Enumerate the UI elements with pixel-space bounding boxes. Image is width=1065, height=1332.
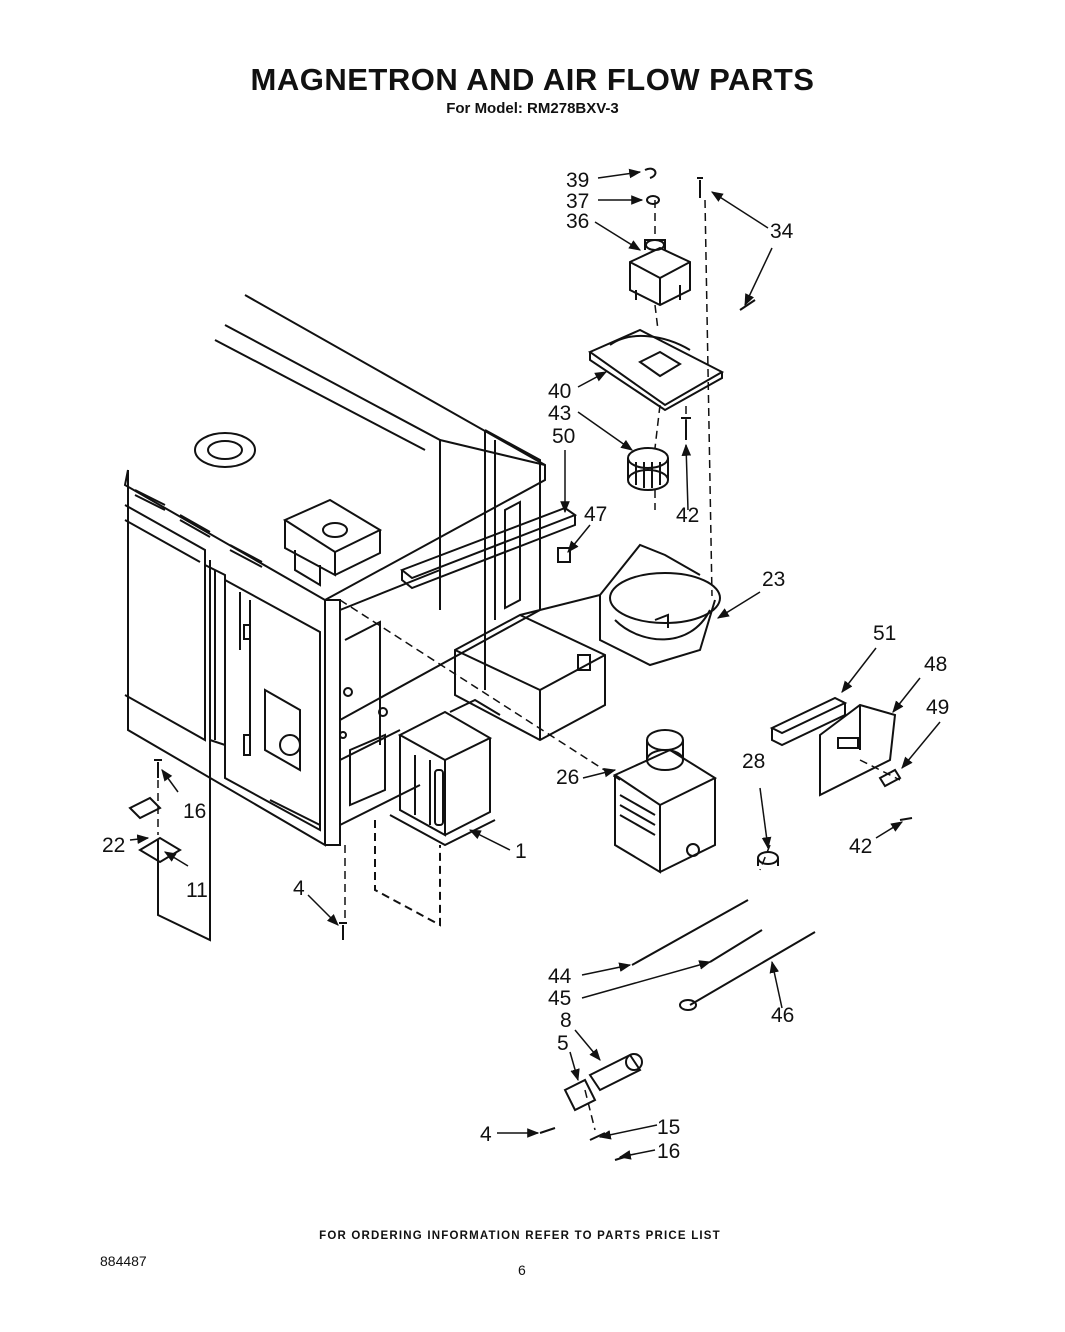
- callout-16-left: 16: [183, 800, 206, 823]
- callout-47: 47: [584, 503, 607, 526]
- callout-36: 36: [566, 210, 589, 233]
- callout-1: 1: [515, 840, 527, 863]
- fan-bracket-part-40: [587, 328, 725, 412]
- callout-28: 28: [742, 750, 765, 773]
- air-duct-part-23: [454, 543, 721, 742]
- callout-39: 39: [566, 169, 589, 192]
- callout-22: 22: [102, 834, 125, 857]
- bracket-part-48: [819, 703, 897, 797]
- callout-42-top: 42: [676, 504, 699, 527]
- magnetron-part-26: [612, 729, 718, 874]
- callout-23: 23: [762, 568, 785, 591]
- baffle-part-50: [400, 506, 578, 590]
- small-hardware-drawings: [128, 167, 913, 1161]
- callout-34: 34: [770, 220, 794, 243]
- callout-arrows: [129, 168, 941, 1160]
- callout-46: 46: [771, 1004, 794, 1027]
- callout-4-bottom: 4: [480, 1123, 492, 1146]
- callout-15: 15: [657, 1116, 680, 1139]
- callout-5: 5: [557, 1032, 569, 1055]
- model-subtitle: For Model: RM278BXV-3: [446, 100, 619, 117]
- callout-4-left: 4: [293, 877, 305, 900]
- callout-43: 43: [548, 402, 571, 425]
- callout-8: 8: [560, 1009, 572, 1032]
- page-title: MAGNETRON AND AIR FLOW PARTS: [250, 62, 815, 97]
- callout-labels: 39 37 36 34 40 43 50 42 47 23 51 48 49 2…: [102, 169, 949, 1163]
- callout-50: 50: [552, 425, 575, 448]
- callout-49: 49: [926, 696, 949, 719]
- callout-42-right: 42: [849, 835, 872, 858]
- callout-16-bottom: 16: [657, 1140, 680, 1163]
- callout-11: 11: [186, 879, 208, 902]
- callout-51: 51: [873, 622, 896, 645]
- cabinet-body-drawing: [123, 294, 546, 847]
- callout-45: 45: [548, 987, 571, 1010]
- callout-44: 44: [548, 965, 572, 988]
- baffle-part-51: [769, 696, 848, 747]
- transformer-part-1: [374, 698, 501, 927]
- callout-37: 37: [566, 190, 589, 213]
- ordering-info-note: FOR ORDERING INFORMATION REFER TO PARTS …: [319, 1230, 721, 1242]
- page-number: 6: [518, 1262, 526, 1278]
- callout-26: 26: [556, 766, 579, 789]
- callout-40: 40: [548, 380, 571, 403]
- document-number: 884487: [100, 1253, 147, 1269]
- callout-48: 48: [924, 653, 947, 676]
- assembly-dashed-lines: [157, 199, 901, 1131]
- fan-blade-part-43: [627, 447, 669, 491]
